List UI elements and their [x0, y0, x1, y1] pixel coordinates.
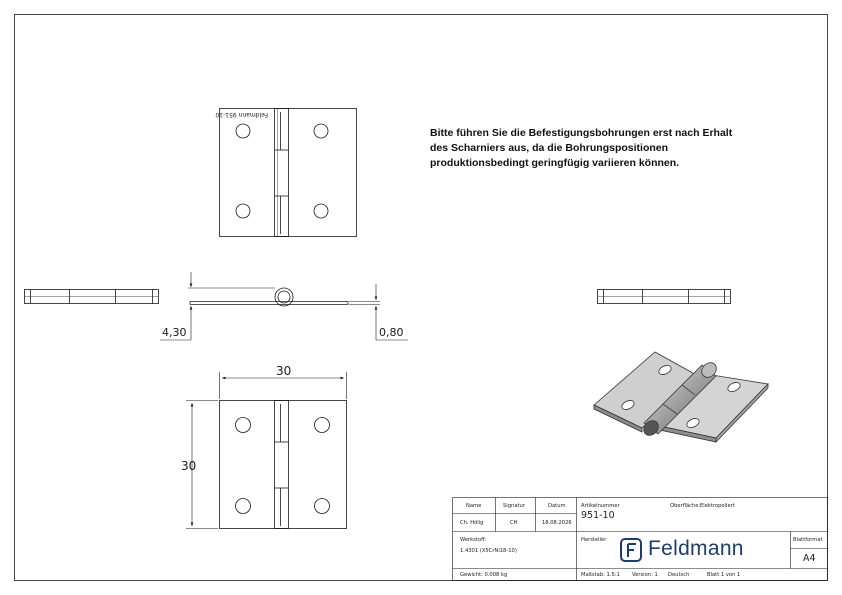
dim-sheet-thickness-label: 0,80 [379, 326, 404, 339]
tb-article-number: 951-10 [581, 510, 615, 521]
section-view [189, 287, 349, 307]
drilling-note-line-1: Bitte führen Sie die Befestigungsbohrung… [430, 127, 733, 139]
dim-thickness-total-label: 4,30 [162, 326, 187, 339]
tb-col-signature: Signatur [503, 503, 525, 509]
front-view-bottom [219, 400, 347, 529]
dim-thickness-total [160, 272, 275, 341]
feldmann-logo: Feldmann [648, 537, 744, 560]
tb-language: Deutsch [668, 572, 690, 578]
drawing-border [14, 14, 828, 581]
tb-material-label: Werkstoff: [460, 537, 487, 543]
tb-date: 18.08.2026 [542, 520, 572, 526]
dim-height-label: 30 [181, 459, 196, 473]
isometric-view [593, 351, 769, 443]
tb-article-label: Artikelnummer [581, 503, 620, 509]
tb-sheet-format-label: Blattformat [793, 537, 823, 543]
tb-col-date: Datum [548, 503, 566, 509]
dim-width-label: 30 [276, 364, 291, 378]
drilling-note-line-3: produktionsbedingt geringfügig variieren… [430, 157, 680, 169]
dim-sheet-thickness [349, 284, 408, 341]
tb-weight: Gewicht: 0.008 kg [460, 572, 508, 578]
title-block [452, 497, 828, 581]
tb-version: Version: 1 [632, 572, 658, 578]
tb-material-value: 1.4301 (X5CrNi18-10) [460, 548, 517, 554]
dim-height [186, 400, 218, 529]
tb-sheet-format: A4 [803, 553, 816, 564]
feldmann-logo-icon [620, 538, 642, 562]
tb-surface-label: Oberfläche: [670, 503, 701, 509]
drilling-note: Bitte führen Sie die Befestigungsbohrung… [430, 126, 790, 171]
drilling-note-line-2: des Scharniers aus, da die Bohrungsposit… [430, 142, 669, 154]
side-view-left [24, 289, 159, 304]
part-marking: Feldmann 951-10 [215, 111, 268, 118]
tb-sheet: Blatt 1 von 1 [707, 572, 741, 578]
tb-surface-value: Elektropoliert [700, 503, 735, 509]
tb-signature: CH [510, 520, 518, 526]
dim-width [219, 372, 347, 399]
side-view-right [597, 289, 731, 304]
front-view-top [219, 108, 357, 237]
tb-manufacturer-label: Hersteller [581, 537, 607, 543]
tb-scale: Maßstab: 1.5:1 [581, 572, 620, 578]
tb-col-name: Name [466, 503, 482, 509]
tb-name: Ch. Hölig [460, 520, 484, 526]
